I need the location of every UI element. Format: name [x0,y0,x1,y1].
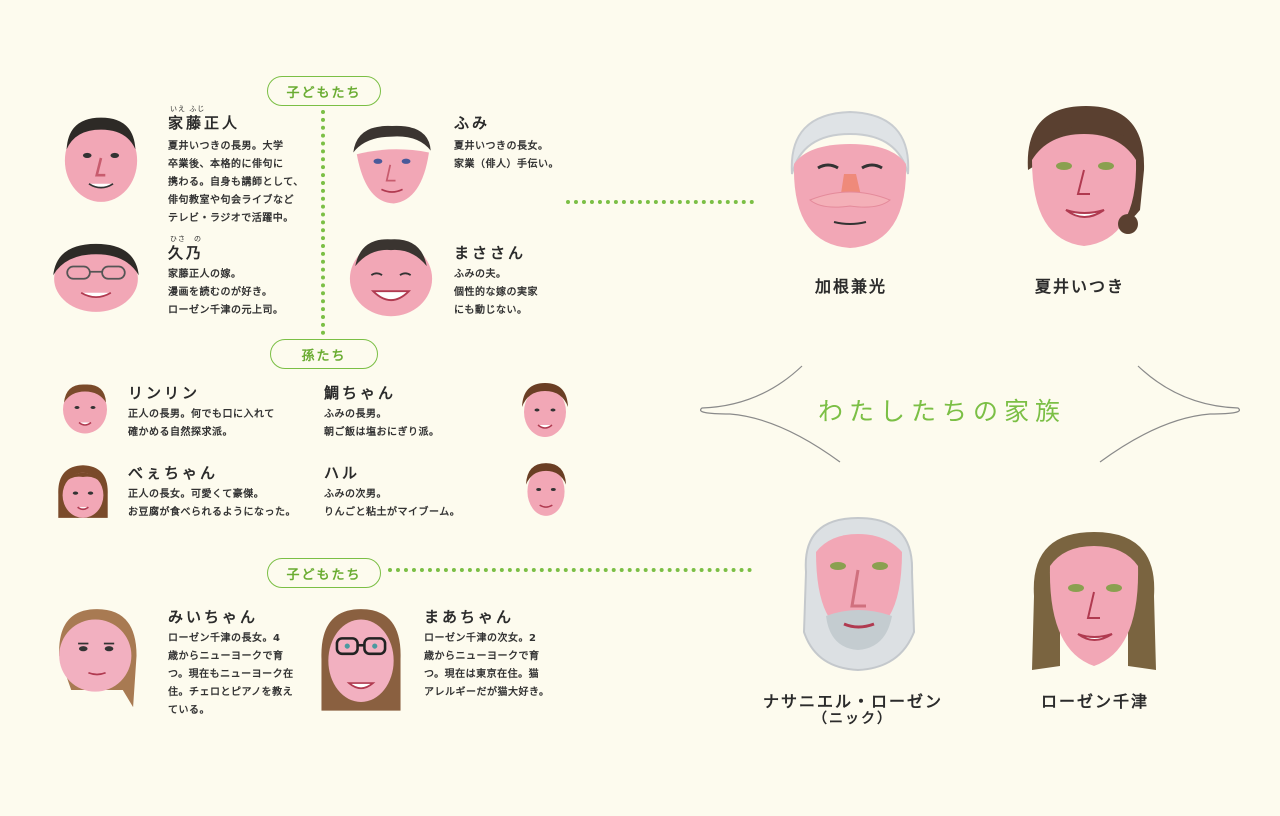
nathaniel-face [802,516,916,672]
nathaniel-name: ナサニエル・ローゼン [762,692,943,711]
chizu-name: ローゼン千津 [1040,692,1149,711]
tai-name: 鯛ちゃん [324,384,397,402]
fumi-desc: 夏井いつきの長女。 家業（俳人）手伝い。 [454,141,559,170]
tai-desc: ふみの長男。 朝ご飯は塩おにぎり派。 [324,409,440,438]
connector-vertical [321,110,329,335]
haru-desc: ふみの次男。 りんごと粘土がマイブーム。 [324,489,461,518]
bee-name: べぇちゃん [128,464,219,482]
bee-face [58,465,108,518]
rinrin-desc: 正人の長男。何でも口に入れて 確かめる自然探求派。 [128,409,275,438]
mii-face [59,609,137,708]
haru-face [525,463,567,516]
itsuki-name: 夏井いつき [1034,277,1125,296]
masasan-desc: ふみの夫。 個性的な嫁の実家 にも動じない。 [454,269,538,316]
nathaniel-nick: （ニック） [813,711,893,727]
label-grandchildren: 孫たち [270,339,378,369]
fumi-name: ふみ [454,114,491,132]
masasan-face [349,239,433,317]
mii-desc: ローゼン千津の長女。4 歳からニューヨークで育 つ。現在もニューヨーク在 住。チ… [168,633,294,716]
tai-face [522,383,568,437]
fumi-face [353,125,431,204]
rinrin-face [63,384,107,434]
masato-desc: 夏井いつきの長男。大学 卒業後、本格的に俳句に 携わる。自身も講師として、 俳句… [168,141,304,224]
label-children-bottom: 子どもたち [267,558,381,588]
itsuki-face [1027,106,1145,246]
kane-name: 加根兼光 [814,277,887,296]
title-flourish [700,365,1240,463]
hisano-ruby: ひさ の [170,235,202,243]
page-title: わたしたちの家族 [818,397,1067,426]
maa-desc: ローゼン千津の次女。2 歳からニューヨークで育 つ。現在は東京在住。猫 アレルギ… [424,633,550,698]
label-children-top: 子どもたち [267,76,381,106]
hisano-desc: 家藤正人の嫁。 漫画を読むのが好き。 ローゼン千津の元上司。 [168,269,284,316]
haru-name: ハル [324,464,361,482]
rinrin-name: リンリン [128,384,201,402]
masato-face [64,117,138,202]
maa-name: まあちゃん [424,608,515,626]
maa-face [321,609,401,711]
hisano-face [53,243,139,312]
chizu-face [1032,532,1156,670]
connector-bottom-horizontal [388,568,752,576]
kane-face [790,110,910,248]
masato-name: 家藤正人 [168,114,241,132]
bee-desc: 正人の長女。可愛くて豪傑。 お豆腐が食べられるようになった。 [128,489,296,518]
mii-name: みいちゃん [168,608,259,626]
hisano-name: 久乃 [168,244,205,262]
connector-top-horizontal [566,200,754,208]
masasan-name: まささん [454,244,527,262]
masato-ruby: いえ ふじ [170,105,206,113]
